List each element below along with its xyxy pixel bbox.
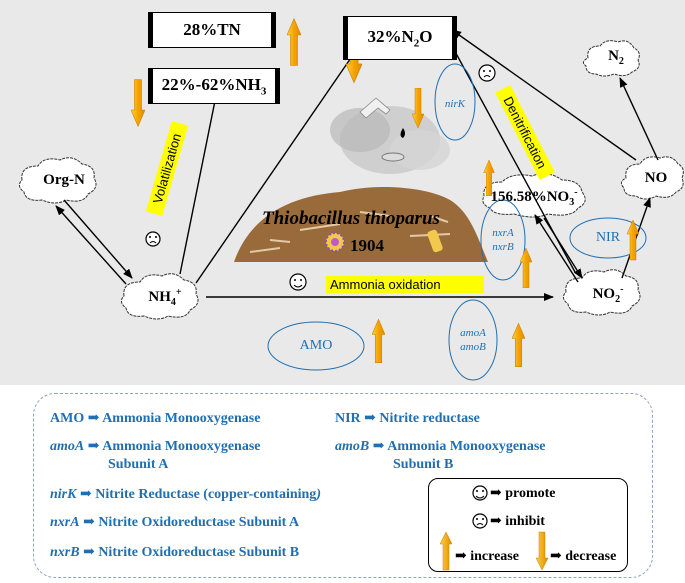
org-n-node: Org-N — [43, 172, 85, 188]
strain-number: 1904 — [350, 236, 384, 255]
nir-enzyme-label: NIR — [595, 230, 621, 245]
legend-nxra: nxrA ➡ Nitrite Oxidoreductase Subunit A — [50, 515, 300, 530]
tn-label: 28%TN — [183, 20, 241, 39]
inhibit-face-icon-2 — [478, 64, 496, 82]
amob-gene-label: amoB — [460, 341, 486, 353]
nh4-node: NH4+ — [148, 287, 182, 308]
reaction-arrows — [55, 29, 659, 301]
diagram-svg — [18, 18, 684, 381]
legend-amob: amoB ➡ Ammonia Monooxygenase — [335, 439, 546, 454]
diagram-panel: 28%TN 22%-62%NH3 32%N2O Org-N NH4+ NO2- … — [0, 0, 685, 385]
soil-mound — [234, 186, 488, 262]
key-promote-icon — [472, 485, 488, 501]
org-n-cloud — [18, 157, 97, 204]
no2-cloud — [562, 269, 641, 316]
n2-cloud — [582, 40, 640, 77]
species-name: Thiobacillus thioparus — [262, 208, 440, 229]
no-cloud — [620, 156, 684, 200]
flask-smoke-illustration — [330, 97, 450, 174]
key-decrease-arrow-icon — [535, 531, 549, 571]
legend-amo: AMO ➡ Ammonia Monooxygenase — [50, 411, 261, 426]
nh3-box: 22%-62%NH3 — [148, 68, 280, 104]
nir-oval — [569, 217, 647, 259]
key-increase-arrow-icon — [439, 531, 453, 571]
symbol-key-icons — [439, 485, 549, 571]
ammonia-oxidation-label: Ammonia oxidation — [326, 276, 484, 293]
nxrb-gene-label: nxrB — [492, 241, 514, 253]
no-node: NO — [644, 170, 668, 186]
inhibit-face-icon — [145, 231, 161, 247]
bacterium-icon — [325, 232, 345, 252]
n2o-box: 32%N2O — [343, 16, 457, 60]
nh4-cloud — [120, 273, 199, 320]
nxr-increase-arrow — [520, 248, 532, 288]
nir-increase-arrow — [627, 219, 639, 261]
legend-nxrb: nxrB ➡ Nitrite Oxidoreductase Subunit B — [50, 545, 300, 560]
n2-node: N2 — [608, 48, 624, 67]
key-inhibit-icon — [472, 513, 488, 529]
amoa-gene-label: amoA — [460, 327, 486, 339]
amo-enzyme-label: AMO — [299, 338, 333, 353]
key-inhibit-label: ➡ inhibit — [490, 514, 545, 529]
amo-increase-arrow — [372, 318, 385, 364]
key-increase-label: ➡ increase — [455, 549, 519, 564]
no2-node: NO2- — [592, 284, 624, 305]
nirk-gene-label: nirK — [444, 98, 466, 110]
nh3-decrease-arrow — [131, 79, 145, 127]
nxr-oval — [480, 199, 526, 281]
amoab-oval — [448, 299, 498, 381]
nh3-label: 22%-62%NH3 — [161, 74, 267, 98]
tn-box: 28%TN — [148, 12, 276, 48]
legend-amoa-line2: Subunit A — [108, 457, 169, 472]
amoab-increase-arrow — [512, 323, 525, 367]
legend-panel — [33, 393, 653, 578]
symbol-key-box — [428, 478, 628, 572]
no3-node: 156.58%NO3- — [490, 187, 578, 208]
legend-nir: NIR ➡ Nitrite reductase — [335, 411, 480, 426]
key-decrease-label: ➡ decrease — [550, 549, 617, 564]
amo-oval — [267, 321, 365, 371]
tn-increase-arrow — [287, 18, 301, 66]
legend-amob-line2: Subunit B — [393, 457, 454, 472]
legend-nirk: nirK ➡ Nitrite Reductase (copper-contain… — [50, 487, 321, 502]
n2o-label: 32%N2O — [367, 26, 433, 50]
nirk-oval — [434, 63, 476, 141]
key-promote-label: ➡ promote — [490, 486, 556, 501]
nxra-gene-label: nxrA — [492, 227, 514, 239]
legend-amoa: amoA ➡ Ammonia Monooxygenase — [50, 439, 261, 454]
promote-face-icon — [289, 273, 307, 291]
